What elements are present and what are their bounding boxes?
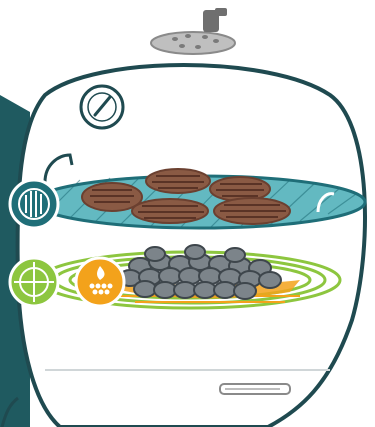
charcoal-fire-icon: [76, 258, 124, 306]
lid-vent-icon: [151, 8, 235, 54]
thermometer-icon: [81, 86, 123, 128]
steak: [214, 198, 290, 224]
steak: [132, 199, 208, 223]
cooking-grate-icon: [10, 180, 58, 228]
steak: [146, 169, 210, 193]
handle-icon: [220, 384, 290, 394]
charcoal-grate-icon: [10, 258, 58, 306]
